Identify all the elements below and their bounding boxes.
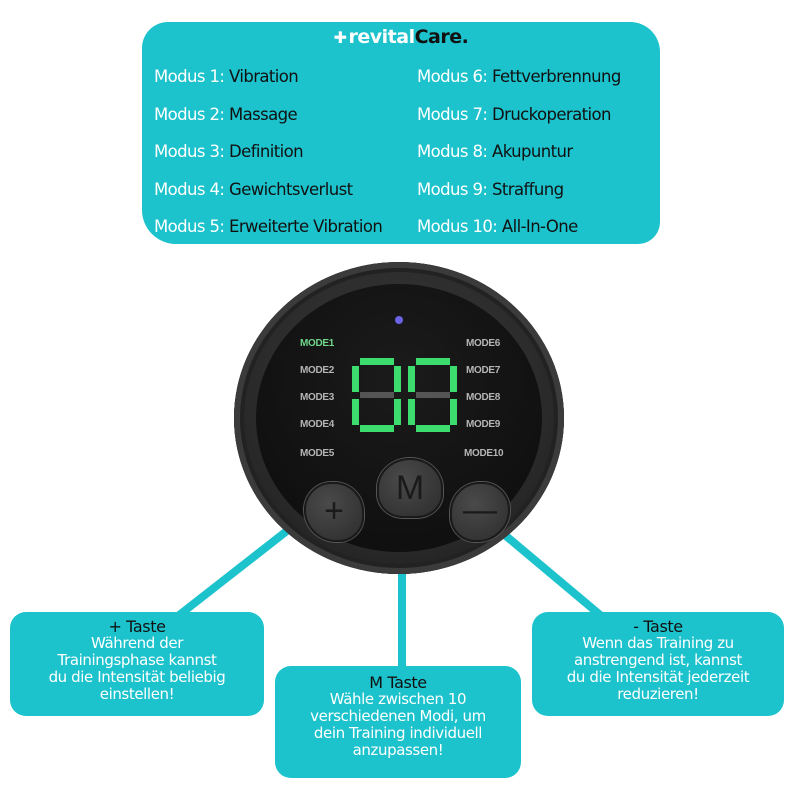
plus-button[interactable]: +: [304, 482, 364, 542]
minus-button[interactable]: —: [450, 482, 510, 542]
callout-minus-button: - Taste Wenn das Training zu anstrengend…: [532, 612, 784, 716]
mode-indicator: MODE1: [300, 338, 335, 349]
mode-indicator: MODE4: [300, 419, 335, 430]
callout-line: einstellen!: [99, 685, 175, 703]
callout-title: + Taste: [108, 617, 166, 636]
mode-indicator: MODE6: [466, 338, 501, 349]
mode-indicator: MODE3: [300, 392, 335, 403]
callout-m-button: M Taste Wähle zwischen 10 verschiedenen …: [275, 666, 521, 778]
mode-indicator: MODE10: [464, 448, 504, 459]
mode-item: Modus 10: All-In-One: [417, 217, 578, 236]
mode-item: Modus 5: Erweiterte Vibration: [154, 217, 383, 236]
mode-item: Modus 8: Akupuntur: [417, 142, 573, 161]
callout-line: du die Intensität beliebig: [48, 668, 226, 686]
modes-panel: ✚revitalCare. Modus 1: Vibration Modus 6…: [142, 22, 660, 244]
mode-item: Modus 1: Vibration: [154, 67, 299, 86]
callout-line: reduzieren!: [617, 685, 699, 703]
callout-line: Während der: [91, 634, 183, 652]
brand-name-part2: Care.: [414, 26, 469, 48]
callout-plus-button: + Taste Während der Trainingsphase kanns…: [10, 612, 264, 716]
mode-item: Modus 6: Fettverbrennung: [417, 67, 621, 86]
mode-indicator: MODE9: [466, 419, 501, 430]
medical-cross-icon: ✚: [333, 28, 347, 47]
mode-indicator: MODE7: [466, 365, 501, 376]
modes-list: Modus 1: Vibration Modus 6: Fettverbrenn…: [154, 58, 654, 246]
mode-item: Modus 4: Gewichtsverlust: [154, 179, 353, 199]
mode-button[interactable]: M: [377, 458, 443, 518]
mode-indicator: MODE2: [300, 365, 335, 376]
mode-indicator: MODE8: [466, 392, 501, 403]
seven-segment-display: [352, 358, 462, 432]
ems-device: MODE1 MODE2 MODE3 MODE4 MODE5 MODE6 MODE…: [234, 262, 568, 582]
mode-item: Modus 7: Druckoperation: [417, 104, 611, 124]
brand-name-part1: revital: [348, 26, 416, 48]
callout-title: - Taste: [633, 617, 683, 636]
callout-line: Wähle zwischen 10: [329, 690, 467, 708]
callout-line: dein Training individuell: [313, 724, 483, 742]
callout-line: Wenn das Training zu: [582, 634, 734, 652]
callout-line: anzupassen!: [352, 741, 444, 759]
callout-line: verschiedenen Modi, um: [310, 707, 486, 725]
callout-line: anstrengend ist, kannst: [573, 651, 743, 669]
mode-item: Modus 3: Definition: [154, 142, 304, 161]
callout-title: M Taste: [369, 673, 427, 692]
callout-line: du die Intensität jederzeit: [566, 668, 750, 686]
mode-item: Modus 2: Massage: [154, 104, 298, 124]
status-led: [395, 316, 403, 324]
callout-line: Trainingsphase kannst: [57, 651, 217, 669]
brand-logo: ✚revitalCare.: [142, 26, 660, 48]
mode-item: Modus 9: Straffung: [417, 179, 564, 199]
mode-indicator: MODE5: [300, 448, 335, 459]
